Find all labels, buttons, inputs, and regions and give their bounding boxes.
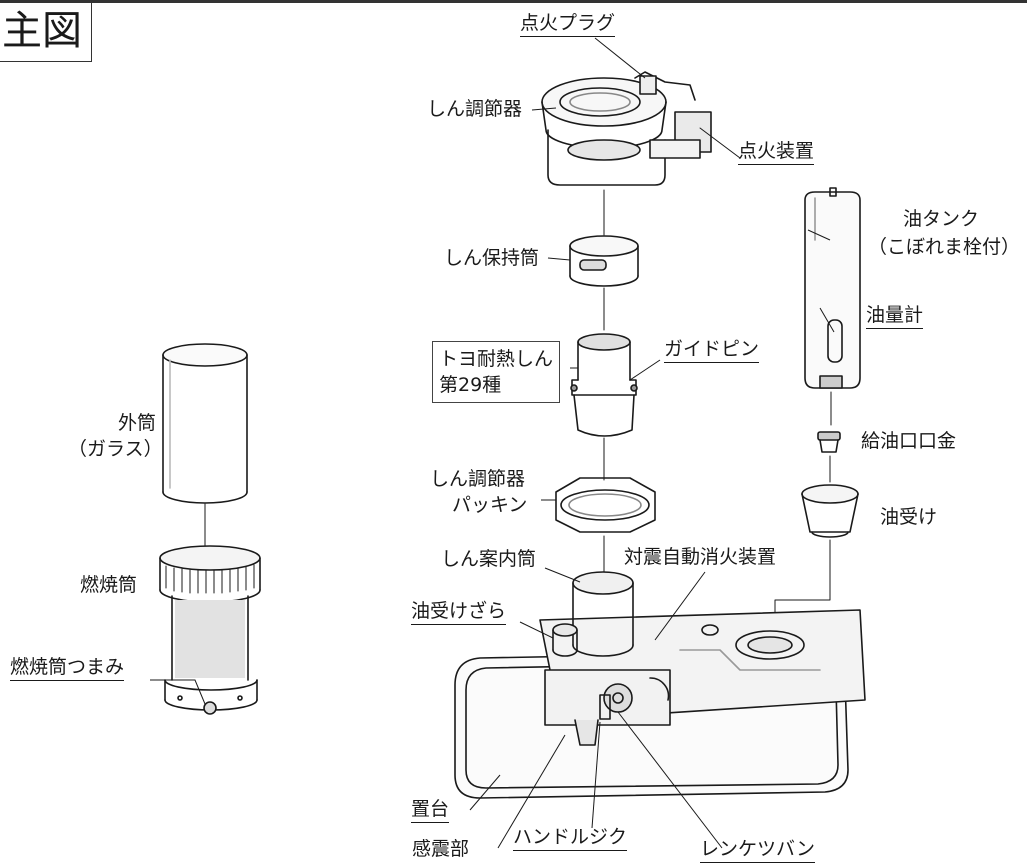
label-wick-holder: しん保持筒 [444,247,540,269]
wick-adjuster-drawing [541,71,741,186]
mechanism-drawing [544,669,671,746]
label-combustion-cylinder: 燃焼筒 [80,574,138,596]
label-combustion-knob: 燃焼筒つまみ [10,656,125,681]
label-ignition-plug: 点火プラグ [520,12,616,37]
fuel-cap-drawing [817,431,841,453]
top-border [0,0,1027,3]
wick-guide-drawing [552,571,634,657]
section-title-tag: 主図 [0,0,92,62]
label-linkage-plate: レンケツバン [700,838,815,863]
label-oil-gauge: 油量計 [866,304,924,329]
oil-receiver-drawing [801,484,859,538]
label-oil-tray: 油受けざら [411,600,507,625]
label-quake-sensor: 感震部 [412,838,470,860]
label-wick-name-line2: 第29種 [439,374,502,396]
label-igniter: 点火装置 [738,140,815,165]
wick-drawing [570,333,638,437]
label-oil-tank-sub: （こぼれま栓付） [868,236,1021,258]
combustion-cylinder-drawing [159,545,261,715]
glass-cylinder-drawing [162,343,248,504]
label-gasket-line1: しん調節器 [430,468,526,490]
label-wick-name-box: トヨ耐熱しん 第29種 [432,341,561,403]
label-quake-extinguisher: 対震自動消火装置 [624,546,777,568]
gasket-drawing [555,477,656,533]
wick-holder-drawing [569,235,639,287]
label-wick-adjuster: しん調節器 [427,98,523,120]
label-handle-shaft: ハンドルジク [513,826,628,851]
label-outer-cylinder: 外筒 [118,412,157,434]
label-wick-name-line1: トヨ耐熱しん [439,348,554,370]
label-outer-cylinder-sub: （ガラス） [68,438,163,460]
oil-tank-drawing [804,187,861,389]
label-wick-guide: しん案内筒 [441,548,537,570]
label-gasket-line2: パッキン [452,494,528,516]
label-base: 置台 [411,798,450,823]
label-guide-pin: ガイドピン [664,338,760,363]
label-oil-tank: 油タンク [903,208,980,230]
label-fuel-cap: 給油口口金 [861,430,957,452]
label-oil-receiver: 油受け [880,506,938,528]
